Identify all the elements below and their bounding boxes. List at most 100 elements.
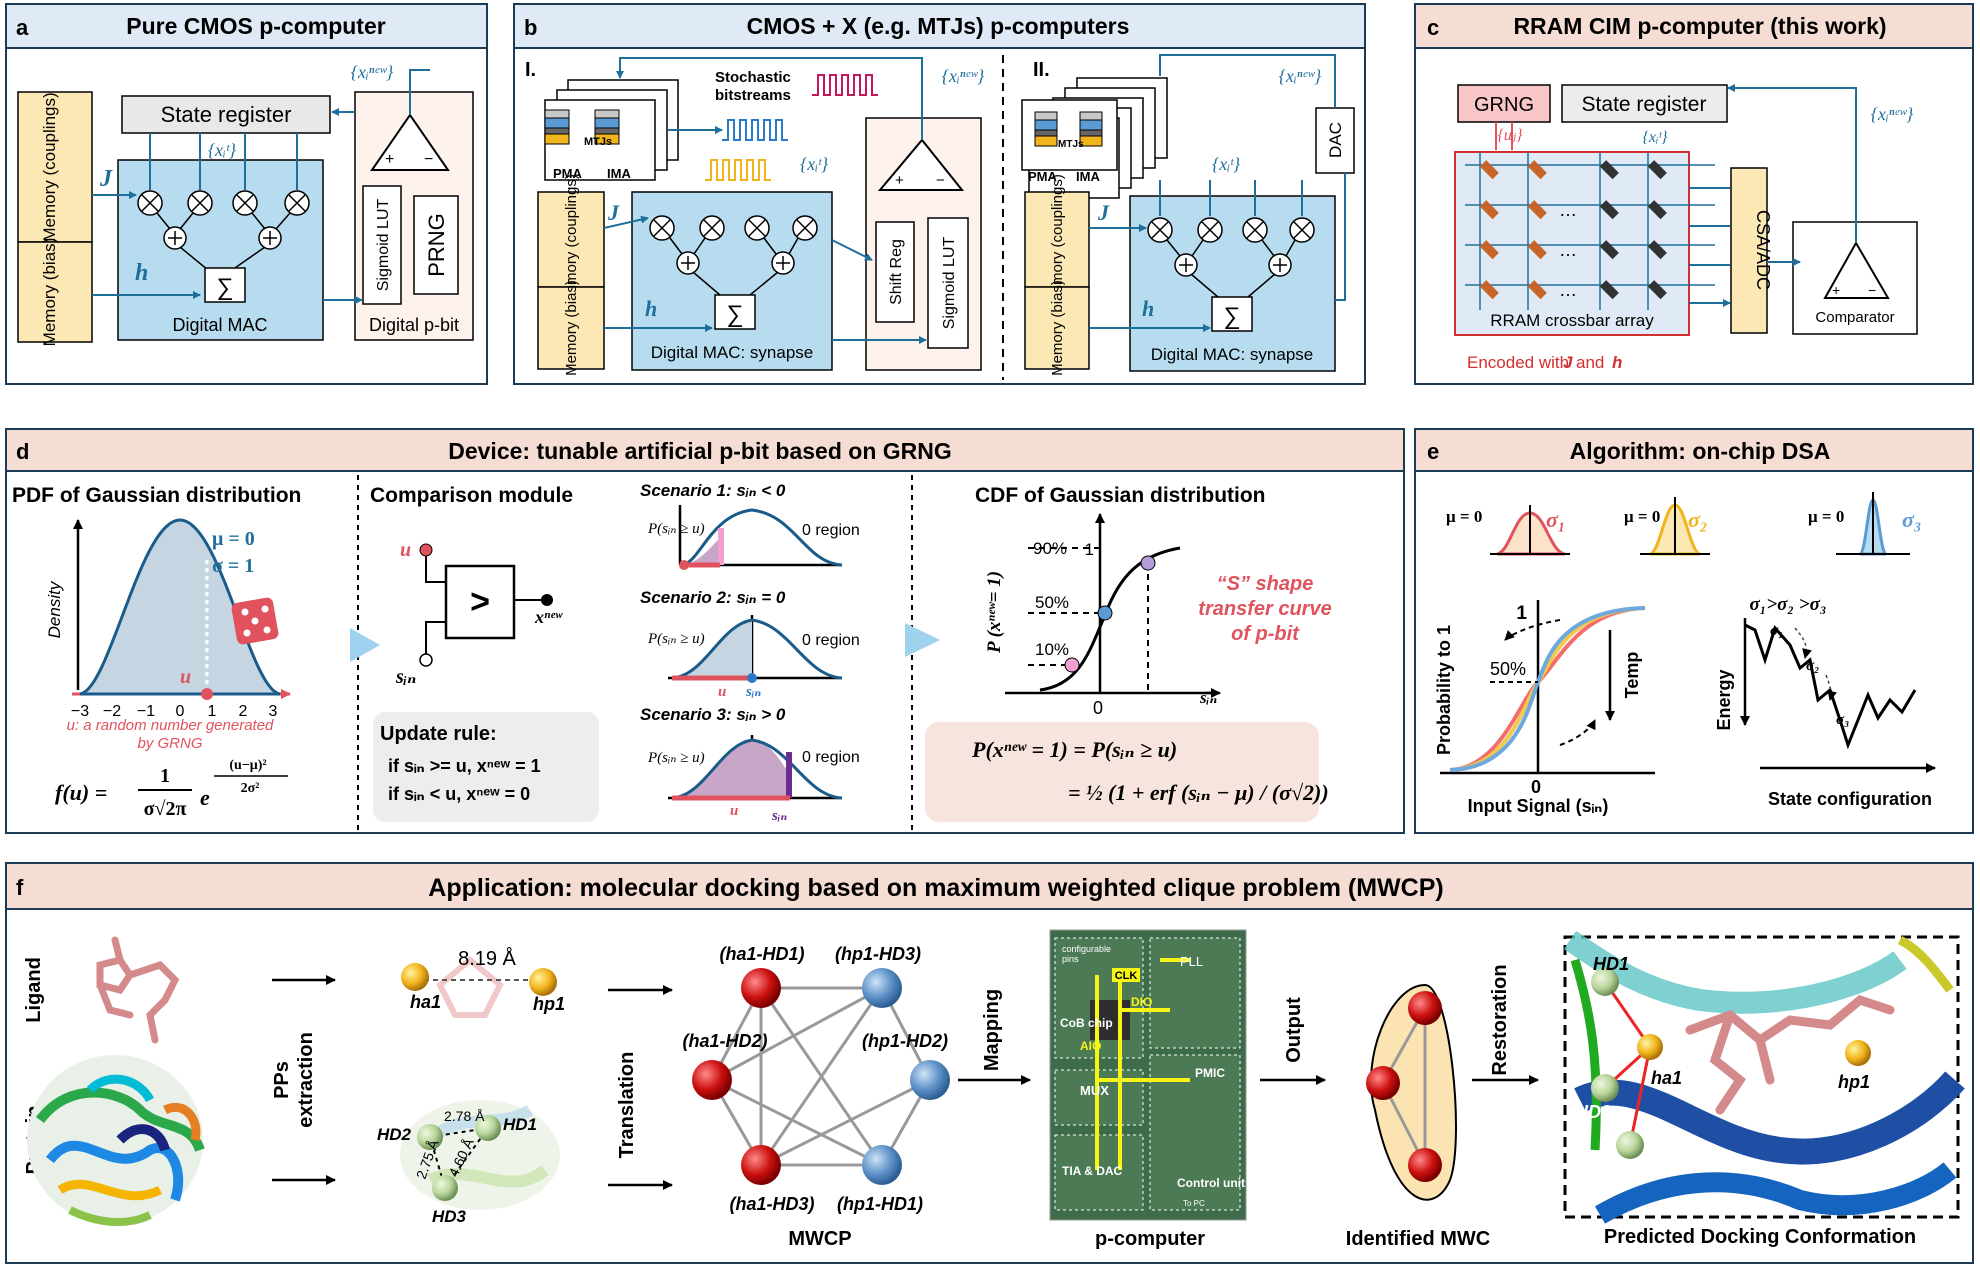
u-scn2: u [718, 684, 726, 700]
node-ha1-hd1: (ha1-HD1) [719, 944, 804, 964]
xt-label-a: {xᵢᵗ} [208, 140, 237, 160]
update-rule-title: Update rule: [380, 723, 497, 745]
zero-region-2: 0 region [802, 632, 860, 649]
sigma-2: σ₂ [1688, 507, 1708, 532]
state-register-a: State register [161, 102, 292, 127]
cdf-sin: sᵢₙ [1199, 688, 1217, 707]
svg-text:+: + [385, 151, 394, 168]
crossbar-label: RRAM crossbar array [1490, 311, 1654, 330]
j-label-b2: J [1097, 200, 1110, 225]
digital-pbit-a: Digital p-bit [369, 315, 459, 335]
hp1-label-1: hp1 [533, 994, 565, 1014]
stochastic-label: Stochastic [715, 69, 791, 86]
exp-e: e [200, 785, 210, 810]
prob-label-2: P(sᵢₙ ≥ u) [647, 631, 705, 647]
panel-e-letter: e [1427, 439, 1439, 464]
exp-denominator: 2σ² [241, 781, 260, 796]
u-note-1: u: a random number generated [67, 717, 274, 734]
cdf-90: 90% [1033, 539, 1067, 558]
tick-3: 3 [269, 703, 278, 720]
panel-e-title: Algorithm: on-chip DSA [1570, 438, 1831, 464]
panel-f-title: Application: molecular docking based on … [428, 874, 1443, 902]
cdf-eq-1: P(xⁿᵉʷ = 1) = P(sᵢₙ ≥ u) [971, 737, 1177, 762]
mu-e-2: μ = 0 [1624, 507, 1660, 526]
mwcp-graph [692, 968, 950, 1185]
prng-a: PRNG [424, 213, 449, 277]
extraction-label: extraction [295, 1032, 317, 1128]
crossbar-dots-3: … [1559, 280, 1577, 300]
scenario-2-plot: P(sᵢₙ ≥ u) 0 region u sᵢₙ [647, 615, 860, 700]
h-label-b2: h [1142, 296, 1154, 321]
ha1-label-1: ha1 [410, 992, 441, 1012]
cdf-50: 50% [1035, 593, 1069, 612]
rram-cells [1479, 160, 1667, 300]
digital-mac-b2: Digital MAC: synapse [1151, 345, 1314, 364]
sin-scn3: sᵢₙ [771, 808, 787, 824]
panel-d-title: Device: tunable artificial p-bit based o… [448, 438, 952, 464]
dice-icon [231, 597, 279, 645]
mtjs-label-2: MTJs [1058, 139, 1084, 150]
scenario-3: Scenario 3: sᵢₙ > 0 [640, 705, 786, 724]
encoded-j: J [1563, 353, 1573, 372]
memory-couplings-b2: Memory (couplings) [1049, 174, 1066, 306]
tick-m3: −3 [71, 703, 89, 720]
h-label-a: h [135, 260, 148, 286]
sum-symbol-b1: ∑ [726, 301, 743, 328]
svg-text:−: − [1868, 282, 1876, 298]
zero-region-3: 0 region [802, 749, 860, 766]
dac-b: DAC [1326, 122, 1345, 158]
panel-d: d Device: tunable artificial p-bit based… [5, 428, 1405, 834]
update-rule-2: if sᵢₙ < u, xⁿᵉʷ = 0 [388, 784, 530, 804]
zero-region-1: 0 region [802, 522, 860, 539]
chip-pmic: PMIC [1195, 1066, 1225, 1080]
e-one: 1 [1516, 603, 1527, 624]
shift-reg-b: Shift Reg [888, 239, 905, 305]
output-label: Output [1283, 997, 1305, 1063]
s-shape-1: “S” shape [1217, 573, 1314, 595]
u-note-2: by GRNG [137, 735, 202, 752]
sigma1-energy: σ₁ [1770, 623, 1783, 639]
ligand-pp-image [401, 956, 557, 1018]
hd2-label-1: HD2 [377, 1125, 412, 1144]
exp-numerator: (u−μ)² [229, 758, 266, 773]
scenario-2: Scenario 2: sᵢₙ = 0 [640, 588, 786, 607]
ligand-label: Ligand [23, 957, 45, 1023]
cdf-ylabel: P (xⁿᵉʷ= 1) [984, 571, 1005, 654]
sin-scn2: sᵢₙ [745, 684, 761, 700]
memory-couplings-a: Memory (couplings) [40, 92, 59, 241]
cdf-10: 10% [1035, 640, 1069, 659]
panel-c-title: RRAM CIM p-computer (this work) [1513, 13, 1886, 39]
s-shape-2: transfer curve [1198, 598, 1331, 620]
hd1-label-2: HD1 [1593, 954, 1629, 974]
xnew-label-a: {xᵢⁿᵉʷ} [351, 62, 394, 82]
xt-label-c: {xᵢᵗ} [1642, 129, 1668, 146]
mu-e-1: μ = 0 [1446, 507, 1482, 526]
h-label-b1: h [645, 296, 657, 321]
temp-label: Temp [1622, 652, 1642, 699]
chip-control-unit: Control unit [1177, 1176, 1245, 1190]
prob-label-1: P(sᵢₙ ≥ u) [647, 521, 705, 537]
svg-text:+: + [895, 172, 904, 189]
identified-mwc-graph [1366, 983, 1457, 1201]
scenario-3-plot: P(sᵢₙ ≥ u) 0 region u sᵢₙ [647, 735, 860, 824]
panel-d-letter: d [16, 439, 29, 464]
ima-label-1: IMA [607, 166, 631, 181]
sigmoid-lut-b: Sigmoid LUT [941, 237, 958, 330]
node-ha1-hd2: (ha1-HD2) [682, 1031, 767, 1051]
crossbar-dots-2: … [1559, 240, 1577, 260]
roman-two: II. [1033, 59, 1050, 81]
chip-pll: PLL [1180, 954, 1203, 969]
fu-denominator: σ√2π [144, 798, 187, 820]
energy-label: Energy [1714, 669, 1734, 730]
xt-label-b2: {xᵢᵗ} [1212, 154, 1241, 174]
prob-to-1: Probability to 1 [1434, 625, 1454, 755]
scenario-1-plot: P(sᵢₙ ≥ u) 0 region [647, 505, 860, 570]
sin-input-label: sᵢₙ [395, 666, 416, 688]
hd3-label-1: HD3 [432, 1207, 467, 1226]
grng-box: GRNG [1474, 94, 1534, 116]
update-rule-1: if sᵢₙ >= u, xⁿᵉʷ = 1 [388, 756, 541, 776]
uj-label: {uⱼ} [1497, 127, 1523, 144]
panel-a-letter: a [16, 15, 29, 40]
encoded-h: h [1612, 353, 1622, 372]
